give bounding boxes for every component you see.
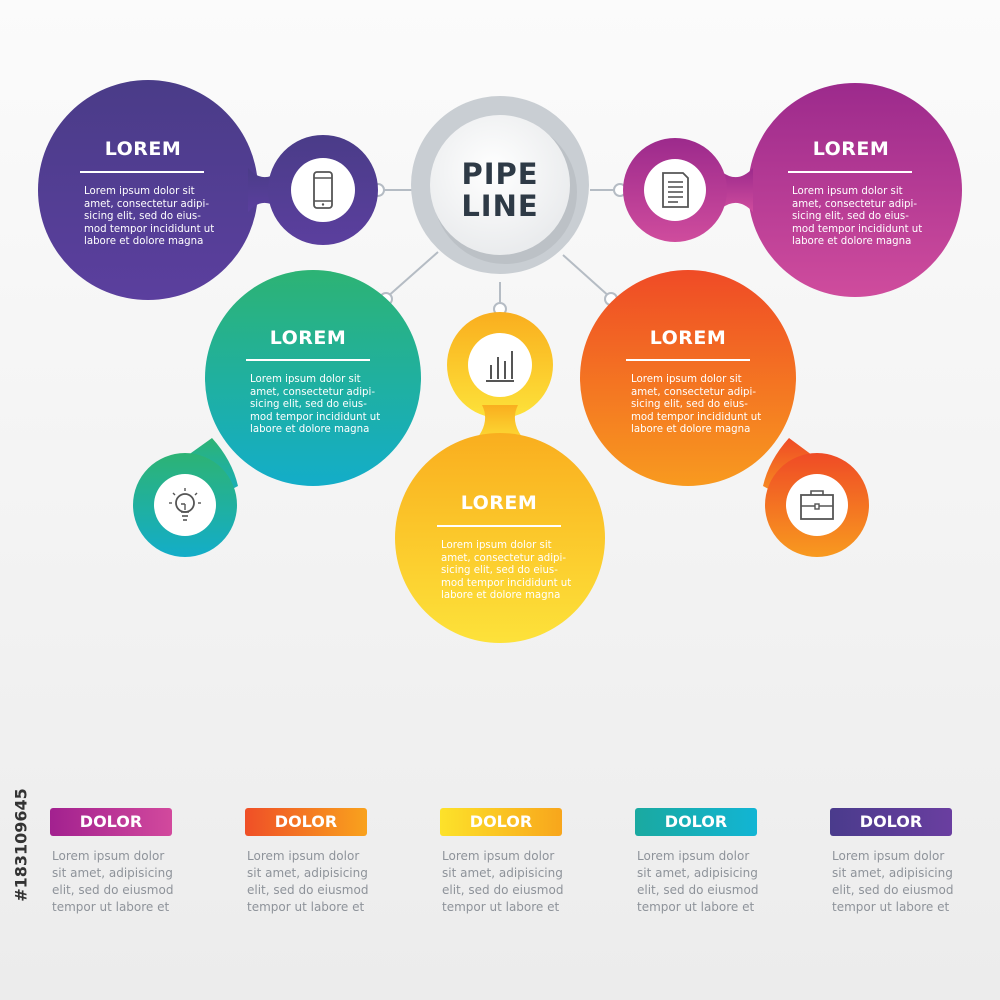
center-title: PIPE LINE (432, 158, 568, 222)
center-title-line2: LINE (461, 189, 539, 223)
legend-badge: DOLOR (245, 808, 367, 836)
connector-line (385, 251, 439, 299)
smartphone-icon (313, 171, 333, 209)
icon-well (291, 158, 355, 222)
node-heading: LOREM (104, 138, 182, 160)
icon-well (468, 333, 532, 397)
legend-badge: DOLOR (440, 808, 562, 836)
legend-badge: DOLOR (635, 808, 757, 836)
node-heading: LOREM (812, 138, 890, 160)
heading-rule (788, 171, 912, 173)
icon-well (644, 159, 706, 221)
heading-rule (626, 359, 750, 361)
stock-id-watermark: #183109645 (6, 765, 36, 925)
bar-chart-icon (486, 351, 514, 382)
legend-text: Lorem ipsum dolor sit amet, adipisicing … (442, 849, 564, 914)
stock-id-text: #183109645 (11, 788, 31, 902)
heading-rule (437, 525, 561, 527)
heading-rule (80, 171, 204, 173)
center-disc (430, 115, 570, 255)
legend-badge: DOLOR (50, 808, 172, 836)
node-heading: LOREM (269, 327, 347, 349)
legend-text: Lorem ipsum dolor sit amet, adipisicing … (832, 849, 954, 914)
node-text: Lorem ipsum dolor sit amet, consectetur … (84, 186, 215, 248)
legend-text: Lorem ipsum dolor sit amet, adipisicing … (247, 849, 369, 914)
node-text: Lorem ipsum dolor sit amet, consectetur … (250, 374, 381, 436)
node-purple (38, 80, 378, 300)
node-text: Lorem ipsum dolor sit amet, consectetur … (792, 186, 923, 248)
connectors (376, 189, 625, 305)
node-orange (580, 270, 869, 557)
legend-text: Lorem ipsum dolor sit amet, adipisicing … (52, 849, 174, 914)
legend-text: Lorem ipsum dolor sit amet, adipisicing … (637, 849, 759, 914)
node-text: Lorem ipsum dolor sit amet, consectetur … (441, 540, 572, 602)
center-title-line1: PIPE (461, 157, 539, 191)
heading-rule (246, 359, 370, 361)
node-heading: LOREM (649, 327, 727, 349)
connector-line (562, 254, 612, 299)
document-icon (662, 172, 689, 208)
briefcase-icon (800, 490, 834, 520)
lightbulb-icon (169, 488, 201, 521)
node-heading: LOREM (460, 492, 538, 514)
node-text: Lorem ipsum dolor sit amet, consectetur … (631, 374, 762, 436)
legend-badge: DOLOR (830, 808, 952, 836)
